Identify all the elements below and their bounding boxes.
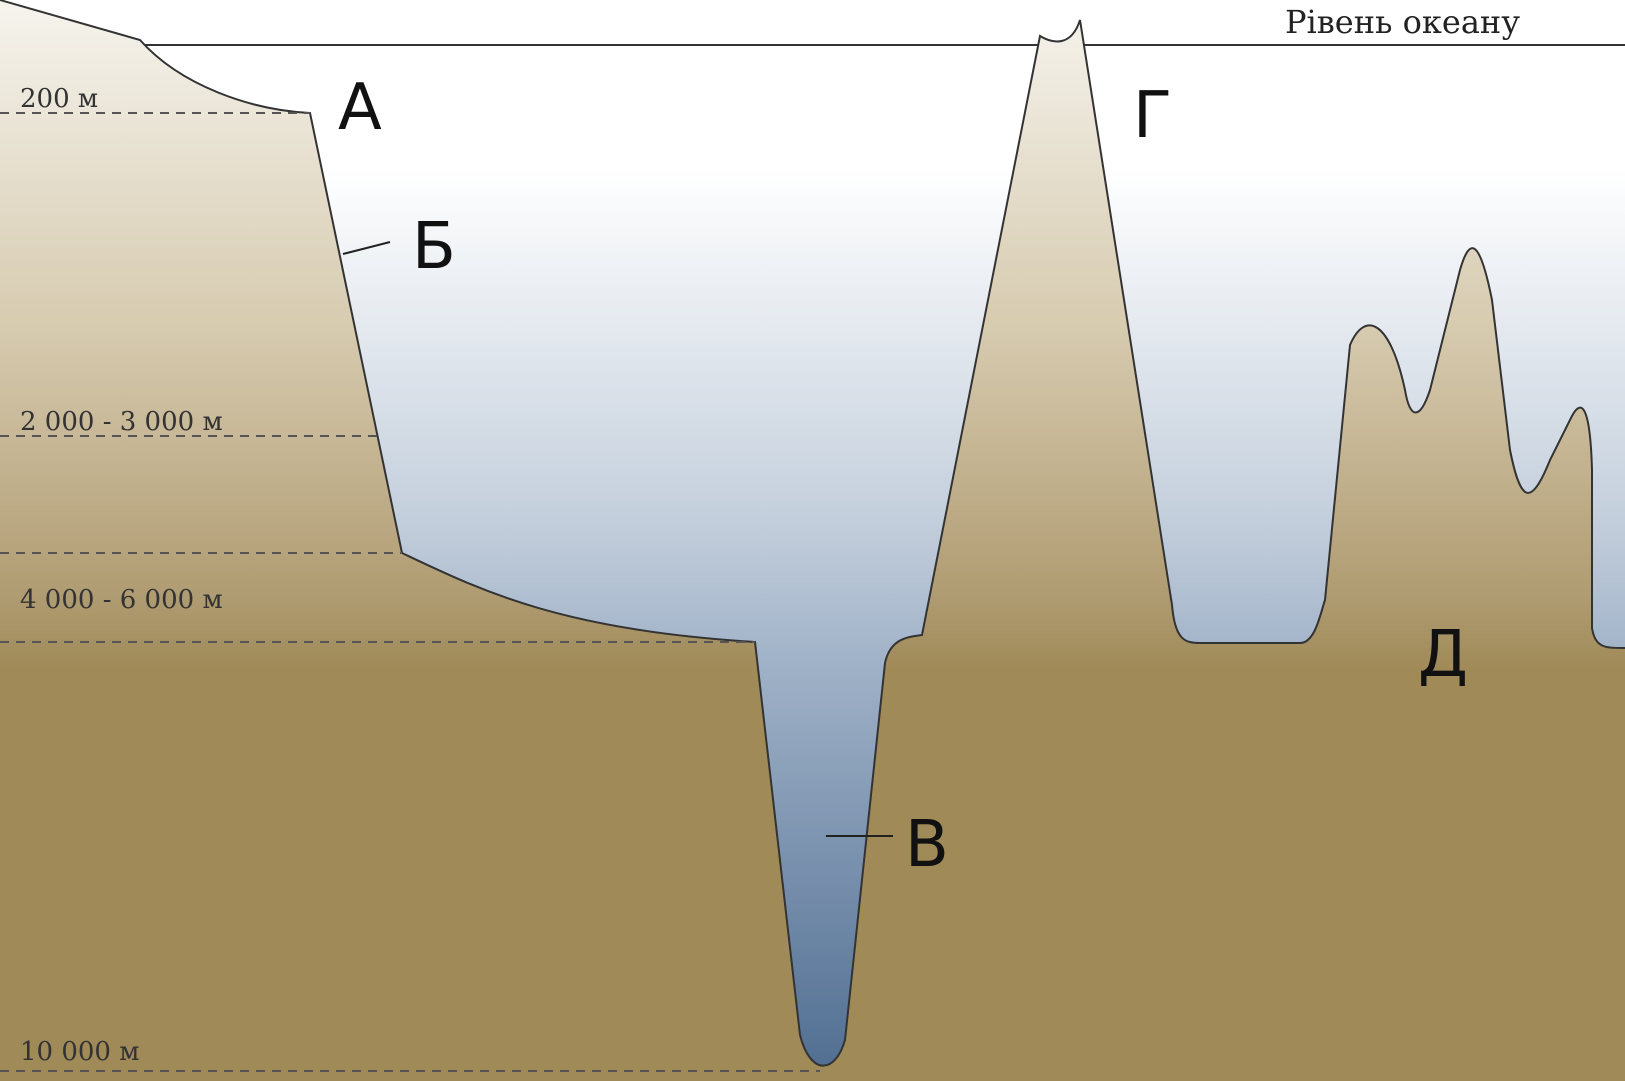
zone-letter-A: А xyxy=(338,71,382,145)
zone-letter-B: Б xyxy=(412,210,456,284)
depth-label-4000-6000: 4 000 - 6 000 м xyxy=(20,585,223,615)
zone-letter-V: В xyxy=(905,808,949,882)
depth-label-2000-3000: 2 000 - 3 000 м xyxy=(20,407,223,437)
depth-label-200: 200 м xyxy=(20,84,98,114)
depth-label-10000: 10 000 м xyxy=(20,1037,139,1067)
leader-line-B xyxy=(342,241,391,255)
zone-letter-D: Д xyxy=(1418,618,1468,692)
zone-letter-G: Г xyxy=(1133,79,1172,153)
sea-level-label: Рівень океану xyxy=(1285,3,1520,41)
